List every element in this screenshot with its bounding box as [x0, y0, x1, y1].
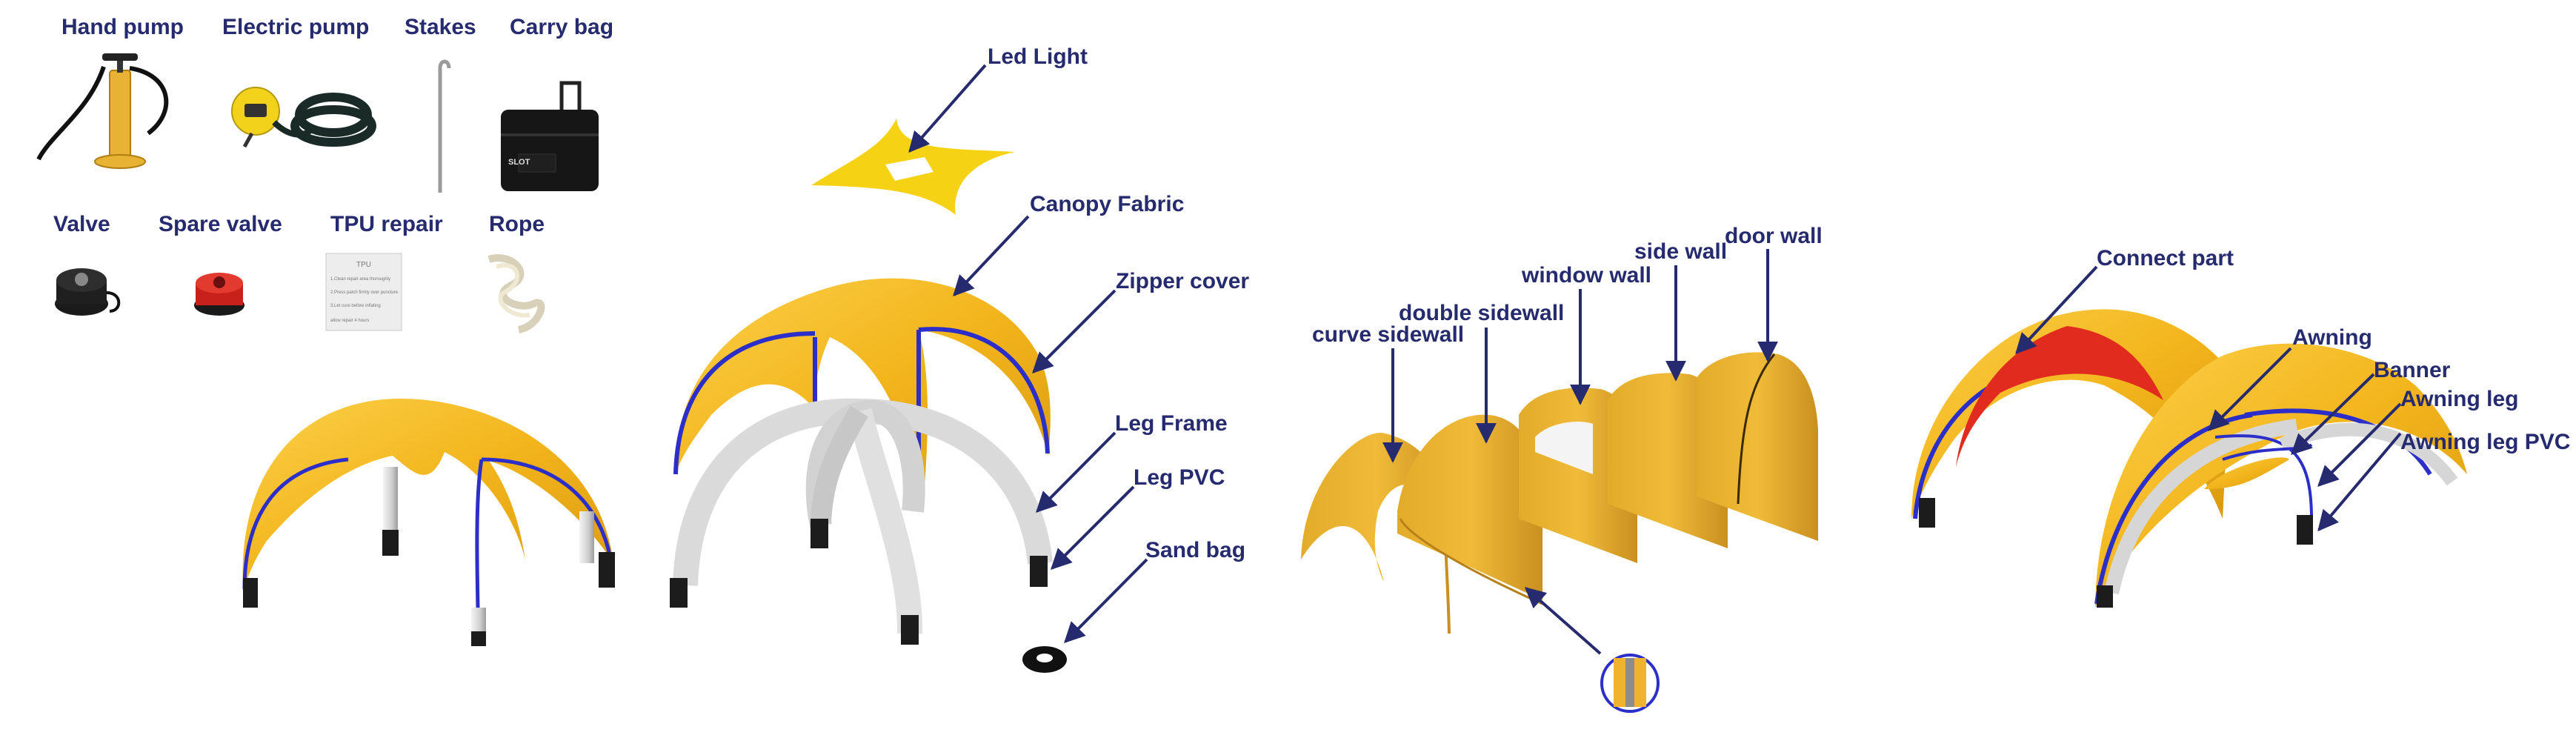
callout-leg-pvc — [1051, 485, 1135, 570]
double-sidewall-image — [1397, 414, 1543, 605]
callout-awning — [2208, 347, 2292, 431]
assembled-tent — [242, 398, 615, 646]
leg-pvc-label: Leg PVC — [1134, 465, 1225, 490]
callout-led-light — [908, 64, 987, 153]
led-light-label: Led Light — [988, 44, 1088, 69]
front-tent-canopy — [2095, 343, 2467, 608]
wall-panels — [1301, 352, 1818, 713]
callout-canopy-fabric — [953, 215, 1030, 297]
tpu-repair-label: TPU repair — [330, 212, 443, 236]
double-sidewall-label: double sidewall — [1399, 301, 1564, 325]
bag-brand: SLOT — [508, 158, 530, 167]
banner-label: Banner — [2374, 358, 2451, 382]
callout-connect-part — [2015, 265, 2098, 355]
leg — [383, 467, 398, 548]
sand-bag-label: Sand bag — [1145, 538, 1245, 562]
curve-sidewall-label: curve sidewall — [1312, 322, 1464, 347]
connect-part-image — [1956, 326, 2163, 467]
spare-valve-image — [194, 273, 244, 316]
callout-banner — [2290, 373, 2375, 455]
callout-detail-zoom — [1524, 587, 1602, 655]
side-wall-label: side wall — [1634, 239, 1727, 264]
stake-image — [438, 59, 451, 193]
window-wall-label: window wall — [1521, 263, 1651, 288]
awning-leg-pvc-label: Awning leg PVC — [2400, 430, 2570, 454]
zipper-cover-image — [918, 327, 1050, 454]
exploded-tent — [670, 119, 1067, 673]
callout-leg-frame — [1036, 431, 1116, 513]
hand-pump-image — [36, 53, 169, 169]
stakes-label: Stakes — [405, 15, 476, 39]
door-wall-image — [1697, 352, 1818, 541]
canopy-dome — [242, 398, 613, 589]
spare-valve-label: Spare valve — [159, 212, 282, 236]
rope-label: Rope — [489, 212, 545, 236]
callout-lines — [908, 64, 2402, 655]
electric-pump-label: Electric pump — [222, 15, 369, 39]
callout-zipper-cover — [1032, 289, 1116, 373]
awning-leg-pvc-image — [2297, 515, 2313, 545]
callout-awning-leg-pvc — [2317, 432, 2402, 532]
tpu-card-line-2: 2.Press patch firmly over puncture — [330, 290, 399, 295]
valve-image — [55, 268, 121, 316]
banner-image — [2204, 457, 2289, 489]
zipper-line — [242, 457, 349, 590]
detail-zoom-image — [1600, 654, 1660, 713]
carry-bag-label: Carry bag — [510, 15, 613, 39]
leg-frame-label: Leg Frame — [1115, 411, 1228, 436]
accessories-panel: Hand pump Electric pump Stakes Carry bag… — [36, 15, 613, 333]
valve-label: Valve — [53, 212, 110, 236]
connected-tents — [1911, 309, 2467, 608]
awning-leg-label: Awning leg — [2400, 387, 2518, 411]
carry-bag-image: SLOT — [501, 81, 599, 191]
rope-image — [487, 254, 545, 333]
leg-frame-image — [673, 398, 1053, 634]
tpu-card-heading: TPU — [356, 261, 371, 269]
electric-pump-image — [231, 87, 376, 148]
tpu-repair-image: TPU 1.Clean repair area thoroughly 2.Pre… — [325, 253, 402, 331]
zipper-cover-label: Zipper cover — [1116, 269, 1249, 293]
part-labels: Led Light Canopy Fabric Zipper cover Leg… — [988, 44, 2570, 562]
connect-part-label: Connect part — [2097, 246, 2234, 270]
sand-bag-image — [1022, 646, 1067, 673]
tpu-card-line-3: 3.Let cure before inflating — [330, 304, 381, 308]
door-wall-label: door wall — [1725, 224, 1823, 248]
callout-sand-bag — [1064, 558, 1148, 643]
rear-tent-canopy — [1911, 309, 2230, 519]
tpu-card-line-1: 1.Clean repair area thoroughly — [330, 277, 390, 282]
awning-label: Awning — [2292, 325, 2372, 350]
hand-pump-label: Hand pump — [61, 15, 184, 39]
callout-awning-leg — [2317, 402, 2402, 487]
canopy-fabric-label: Canopy Fabric — [1030, 192, 1184, 216]
leg-pvc-image — [670, 519, 1048, 645]
tpu-card-footer: allow repair 4 hours — [330, 319, 369, 323]
